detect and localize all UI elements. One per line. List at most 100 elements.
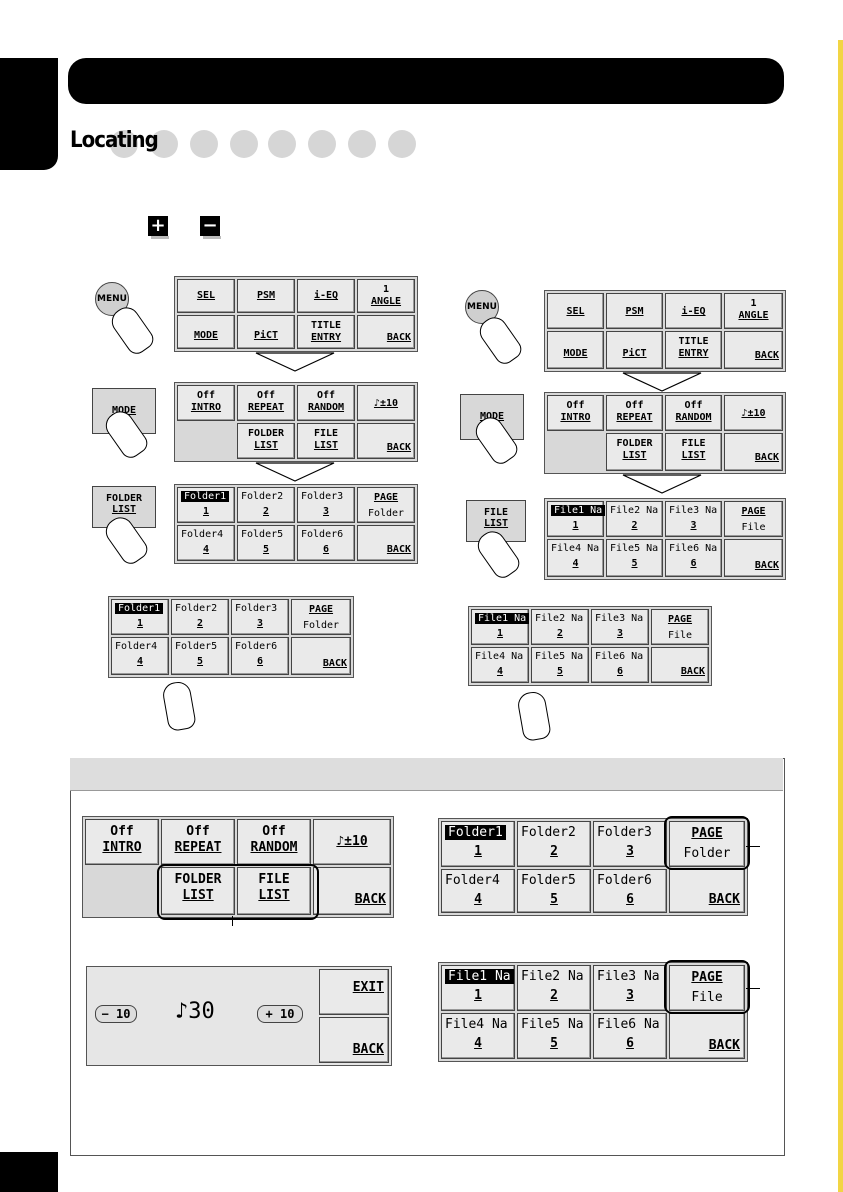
back-button[interactable]: BACK (724, 539, 783, 577)
plus-10-button[interactable]: + 10 (257, 1005, 303, 1023)
tips-header (70, 758, 783, 791)
back-button[interactable]: BACK (291, 637, 351, 675)
mode-button[interactable]: MODE (547, 331, 604, 369)
mode-button[interactable]: MODE (177, 315, 235, 349)
back-button[interactable]: BACK (357, 525, 415, 561)
back-button[interactable]: BACK (313, 867, 391, 915)
edge-strip (838, 40, 843, 1192)
psm-button[interactable]: PSM (606, 293, 663, 329)
decor-dot (268, 130, 296, 158)
back-button[interactable]: BACK (357, 315, 415, 349)
skip10-button[interactable]: ♪±10 (313, 819, 391, 865)
psm-button[interactable]: PSM (237, 279, 295, 313)
skip10-button[interactable]: ♪±10 (724, 395, 783, 431)
back-button[interactable]: BACK (669, 869, 745, 913)
back-button[interactable]: BACK (724, 331, 783, 369)
sel-button[interactable]: SEL (177, 279, 235, 313)
back-button[interactable]: BACK (319, 1017, 389, 1063)
sel-button[interactable]: SEL (547, 293, 604, 329)
ieq-button[interactable]: i-EQ (665, 293, 722, 329)
pict-button[interactable]: PiCT (237, 315, 295, 349)
back-button[interactable]: BACK (651, 647, 709, 683)
minus-10-button[interactable]: − 10 (95, 1005, 137, 1023)
highlight-frame (664, 960, 750, 1014)
exit-button[interactable]: EXIT (319, 969, 389, 1015)
callout-line (232, 916, 233, 926)
ieq-button[interactable]: i-EQ (297, 279, 355, 313)
back-button[interactable]: BACK (669, 1013, 745, 1059)
back-button[interactable]: BACK (357, 423, 415, 459)
chapter-tab (0, 58, 58, 170)
callout-line (746, 846, 760, 847)
back-button[interactable]: BACK (724, 433, 783, 471)
skip10-button[interactable]: ♪±10 (357, 385, 415, 421)
pict-button[interactable]: PiCT (606, 331, 663, 369)
